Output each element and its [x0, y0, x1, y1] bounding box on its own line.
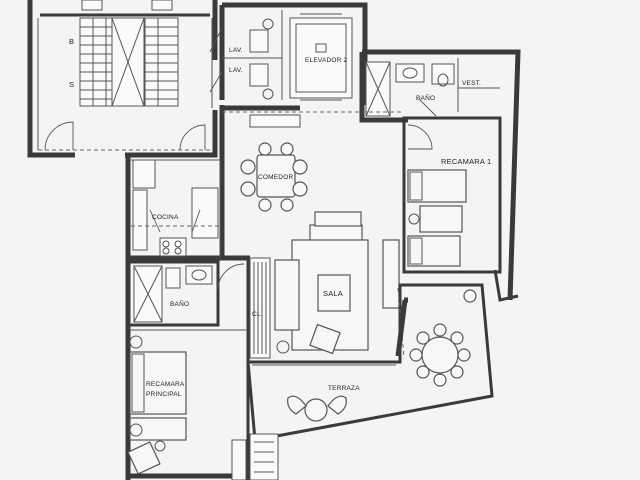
door-swing	[407, 124, 433, 150]
recamara-principal-label-2: PRINCIPAL	[146, 391, 182, 398]
small-table	[287, 395, 347, 422]
shaft-box	[81, 0, 103, 11]
door-swing	[179, 124, 206, 151]
wardrobe	[231, 439, 247, 480]
window	[249, 114, 301, 128]
sink	[185, 265, 213, 285]
nightstand	[419, 205, 463, 233]
elevator-label: ELEVADOR 2	[305, 57, 348, 64]
closet	[249, 257, 271, 359]
toilet	[249, 29, 269, 53]
counter	[132, 189, 148, 251]
lav-label-2: LAV.	[229, 67, 243, 74]
exterior-stair	[249, 433, 279, 480]
lav-elevator-block: LAV. LAV. ELEVADOR 2	[209, 2, 368, 105]
stair-core: B S	[27, 0, 218, 158]
living-dining: COMEDOR SALA	[219, 105, 404, 355]
bano-left-label: BAÑO	[170, 299, 189, 308]
comedor-label: COMEDOR	[258, 174, 293, 181]
armchair	[127, 441, 161, 475]
sala-furniture: SALA	[274, 211, 400, 355]
sala-label: SALA	[323, 289, 343, 298]
lav-label-1: LAV.	[229, 47, 243, 54]
bed	[407, 235, 461, 267]
recamara-1: RECAMARA 1	[402, 116, 502, 274]
cocina-label: COCINA	[152, 214, 179, 221]
bath-vestibule: BAÑO VEST.	[359, 49, 521, 301]
stove	[159, 237, 187, 257]
toilet	[249, 63, 269, 87]
sink	[395, 63, 425, 83]
recamara-principal: RECAMARA PRINCIPAL	[127, 329, 247, 480]
counter	[191, 187, 219, 239]
toilet	[165, 267, 181, 289]
terrace: TERRAZA	[246, 283, 494, 480]
dining-table: COMEDOR	[240, 142, 308, 212]
shaft-box	[151, 0, 173, 11]
console	[382, 239, 400, 309]
stair-label-s: S	[69, 80, 74, 89]
terraza-label: TERRAZA	[328, 385, 360, 392]
coffee-table	[317, 274, 351, 312]
elevator-car	[289, 17, 353, 99]
door-swing	[149, 209, 201, 233]
recamara-principal-label-1: RECAMARA	[146, 381, 185, 388]
door-swing	[419, 99, 437, 117]
bed	[407, 169, 467, 203]
left-bath: BAÑO CL.	[130, 257, 271, 480]
bed	[129, 351, 187, 415]
kitchen: COCINA	[125, 155, 250, 480]
sofa-back	[314, 211, 362, 227]
balcony-edge	[493, 269, 519, 302]
planter	[463, 289, 477, 303]
elevator-icon	[315, 43, 327, 53]
door-swing	[217, 263, 245, 291]
door-swing	[209, 27, 223, 93]
stair-label-b: B	[69, 37, 74, 46]
round-table	[409, 323, 471, 387]
closet-label: CL.	[252, 311, 263, 318]
fridge	[132, 159, 156, 189]
sofa	[274, 259, 300, 331]
nightstand	[129, 417, 187, 441]
terrace-edge	[395, 297, 408, 357]
bano-top-label: BAÑO	[416, 93, 435, 102]
vest-label: VEST.	[462, 80, 481, 87]
recamara1-label: RECAMARA 1	[441, 157, 491, 166]
door-swing	[44, 121, 74, 151]
stair-treads	[79, 17, 179, 107]
armchair	[309, 323, 341, 355]
